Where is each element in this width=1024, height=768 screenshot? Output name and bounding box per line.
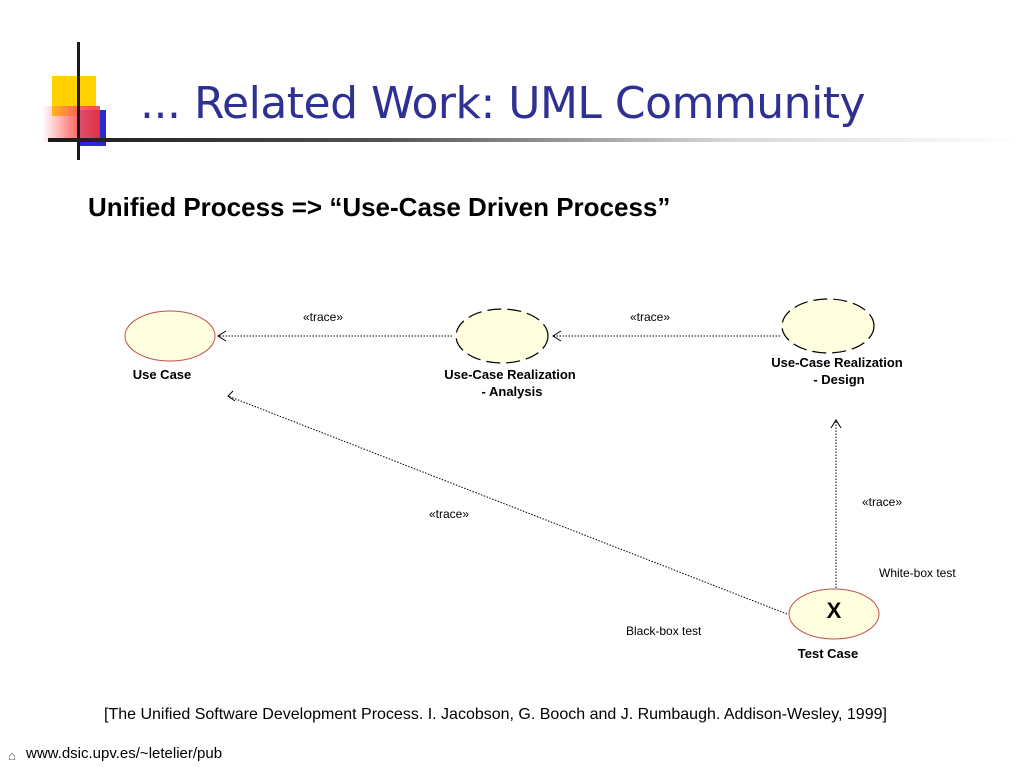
design-ellipse xyxy=(781,298,875,354)
test-case-label: Test Case xyxy=(798,646,858,661)
analysis-label-line2: - Analysis xyxy=(482,384,543,399)
design-label-line1: Use-Case Realization xyxy=(771,355,903,370)
citation-reference: [The Unified Software Development Proces… xyxy=(104,706,887,723)
arrowhead-use-case-1 xyxy=(217,330,227,342)
trace-label-design-analysis: «trace» xyxy=(630,310,670,324)
trace-label-test-design: «trace» xyxy=(862,495,902,509)
house-icon: ⌂ xyxy=(8,748,16,763)
title-rule xyxy=(48,138,1024,142)
analysis-label-line1: Use-Case Realization xyxy=(444,367,576,382)
logo-vertical-line xyxy=(77,42,80,160)
edge-test-to-use-case xyxy=(227,395,788,615)
slide-subtitle: Unified Process => “Use-Case Driven Proc… xyxy=(88,192,671,222)
test-case-mark: X xyxy=(827,598,842,623)
white-box-note: White-box test xyxy=(879,566,956,580)
page-title: ... Related Work: UML Community xyxy=(140,78,866,129)
slide-logo xyxy=(40,40,120,165)
black-box-note: Black-box test xyxy=(626,624,702,638)
analysis-ellipse xyxy=(455,308,549,364)
logo-red-square xyxy=(42,106,100,142)
use-case-label: Use Case xyxy=(133,367,192,382)
arrowhead-design xyxy=(830,419,842,429)
footer-url: www.dsic.upv.es/~letelier/pub xyxy=(26,745,223,762)
arrowhead-analysis xyxy=(552,330,562,342)
arrowhead-use-case-2 xyxy=(227,390,236,402)
use-case-ellipse xyxy=(124,310,216,362)
trace-label-test-use-case: «trace» xyxy=(429,507,469,521)
trace-label-analysis-use-case: «trace» xyxy=(303,310,343,324)
design-label-line2: - Design xyxy=(813,372,864,387)
test-case-ellipse xyxy=(788,588,880,640)
